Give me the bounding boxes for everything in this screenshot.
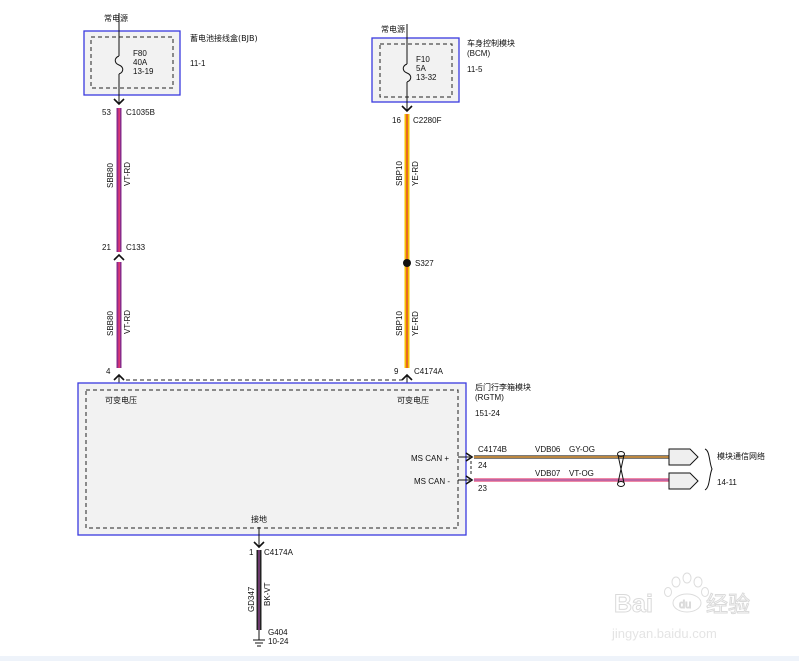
fuse-f10-ref: 13-32	[416, 73, 437, 82]
bcm-module-box	[371, 37, 460, 103]
ground-g404: G404	[268, 628, 288, 637]
watermark-brand: Bai	[614, 590, 653, 618]
circuit-gd347: GD347	[247, 586, 256, 612]
pin-4: 4	[106, 367, 111, 376]
fuse-icon	[402, 63, 412, 83]
wire-stripe	[474, 456, 672, 458]
paw-icon	[664, 572, 709, 613]
bjb-module-box	[83, 30, 181, 96]
circuit-vdb07: VDB07	[535, 469, 561, 478]
watermark-cn: 经验	[706, 592, 750, 617]
color-ye-rd-lower: YE-RD	[411, 311, 420, 336]
connector-arrow-icon	[401, 105, 413, 113]
pin-9: 9	[394, 367, 399, 376]
rgtm-module-box	[77, 382, 467, 536]
rgtm-module-abbr: (RGTM)	[475, 393, 504, 402]
color-ye-rd-upper: YE-RD	[411, 161, 420, 186]
color-vt-og: VT-OG	[569, 469, 594, 478]
color-vt-rd-lower: VT-RD	[123, 310, 132, 334]
ground-icon	[253, 639, 265, 647]
circuit-sbp10-upper: SBP10	[395, 161, 404, 186]
fuse-icon	[114, 55, 124, 75]
fuse-f80-id: F80	[133, 49, 147, 58]
offpage-connector-icon	[668, 472, 699, 490]
bcm-power-label: 常电源	[381, 24, 405, 34]
bottom-strip	[0, 656, 799, 661]
wire-sbb80: 53 C1035B SBB80 VT-RD 21 C133 SBB80 VT-R…	[102, 98, 155, 398]
bjb-module: 常电源 F80 40A 13-19 蓄电池接线盒(BJB) 11-1	[83, 13, 258, 103]
bcm-inner-dashed	[379, 43, 453, 98]
bcm-module: 常电源 F10 5A 13-32 车身控制模块 (BCM) 11-5	[371, 24, 515, 110]
pin-23: 23	[478, 484, 487, 493]
watermark-du: du	[679, 599, 691, 611]
ground-ref[interactable]: 10-24	[268, 637, 289, 646]
circuit-vdb06: VDB06	[535, 445, 561, 454]
watermark-url: jingyan.baidu.com	[611, 626, 717, 641]
splice-dot-icon	[403, 259, 411, 267]
circuit-sbb80-upper: SBB80	[106, 163, 115, 188]
rgtm-inner-dashed	[85, 389, 459, 529]
bcm-module-ref[interactable]: 11-5	[467, 65, 483, 74]
wire-gd347: 1 C4174A GD347 BK-VT G404 10-24	[247, 527, 294, 647]
connector-arrow-icon	[465, 452, 474, 462]
pin-16: 16	[392, 116, 401, 125]
circuit-sbb80-lower: SBB80	[106, 311, 115, 336]
color-bk-vt: BK-VT	[263, 582, 272, 606]
rgtm-ms-can-minus: MS CAN -	[414, 477, 450, 486]
connector-c4174b: C4174B	[478, 445, 507, 454]
rgtm-ms-can-plus: MS CAN +	[411, 454, 449, 463]
offpage-connector-icon	[668, 448, 699, 466]
wire-stripe	[406, 114, 408, 368]
wire-stripe	[118, 262, 120, 368]
fuse-f10-id: F10	[416, 55, 430, 64]
twisted-pair-icon	[617, 451, 625, 487]
color-gy-og: GY-OG	[569, 445, 595, 454]
connector-c2280f: C2280F	[413, 116, 442, 125]
connector-arrow-icon	[113, 373, 125, 381]
pin-21: 21	[102, 243, 111, 252]
fuse-f10-rating: 5A	[416, 64, 426, 73]
wire-stripe	[118, 108, 120, 252]
can-bus-wires: C4174B 24 23 VDB06 GY-OG VDB07 VT-OG 模块通…	[458, 445, 765, 493]
network-ref[interactable]: 14-11	[717, 478, 737, 487]
bjb-module-ref[interactable]: 11-1	[190, 59, 206, 68]
pin-53: 53	[102, 108, 111, 117]
wire-sbp10: 16 C2280F SBP10 YE-RD S327 SBP10 YE-RD 9…	[392, 105, 444, 398]
connector-arrow-icon	[113, 98, 125, 106]
wire-stripe	[474, 479, 672, 481]
connector-c4174a-top: C4174A	[414, 367, 444, 376]
network-label: 模块通信网络	[717, 451, 765, 461]
bjb-power-label: 常电源	[104, 13, 128, 23]
rgtm-module: 可变电压 可变电压 后门行李箱模块 (RGTM) 151-24 MS CAN +…	[77, 382, 531, 536]
rgtm-module-name: 后门行李箱模块	[475, 382, 531, 392]
bcm-module-abbr: (BCM)	[467, 49, 490, 58]
bjb-inner-dashed	[90, 36, 174, 89]
fuse-f80-ref: 13-19	[133, 67, 154, 76]
connector-arrow-icon	[401, 373, 413, 381]
bcm-module-name: 车身控制模块	[467, 38, 515, 48]
splice-s327: S327	[415, 259, 434, 268]
connector-c1035b: C1035B	[126, 108, 155, 117]
pin-24: 24	[478, 461, 487, 470]
rgtm-pin-variable-voltage-left: 可变电压	[105, 395, 137, 405]
color-vt-rd-upper: VT-RD	[123, 162, 132, 186]
fuse-f80-rating: 40A	[133, 58, 148, 67]
connector-c4174a-bottom: C4174A	[264, 548, 294, 557]
brace-icon	[704, 448, 713, 491]
rgtm-pin-ground: 接地	[251, 514, 267, 524]
baidu-watermark: Bai du 经验 jingyan.baidu.com	[611, 572, 751, 641]
wire-stripe	[258, 550, 260, 630]
bjb-module-name: 蓄电池接线盒(BJB)	[190, 33, 258, 43]
connector-arrow-icon	[253, 541, 265, 549]
connector-c133: C133	[126, 243, 146, 252]
circuit-sbp10-lower: SBP10	[395, 311, 404, 336]
rgtm-module-ref[interactable]: 151-24	[475, 409, 500, 418]
rgtm-pin-variable-voltage-right: 可变电压	[397, 395, 429, 405]
connector-arrow-icon	[113, 253, 125, 261]
connector-arrow-icon	[465, 475, 474, 485]
pin-1: 1	[249, 548, 254, 557]
